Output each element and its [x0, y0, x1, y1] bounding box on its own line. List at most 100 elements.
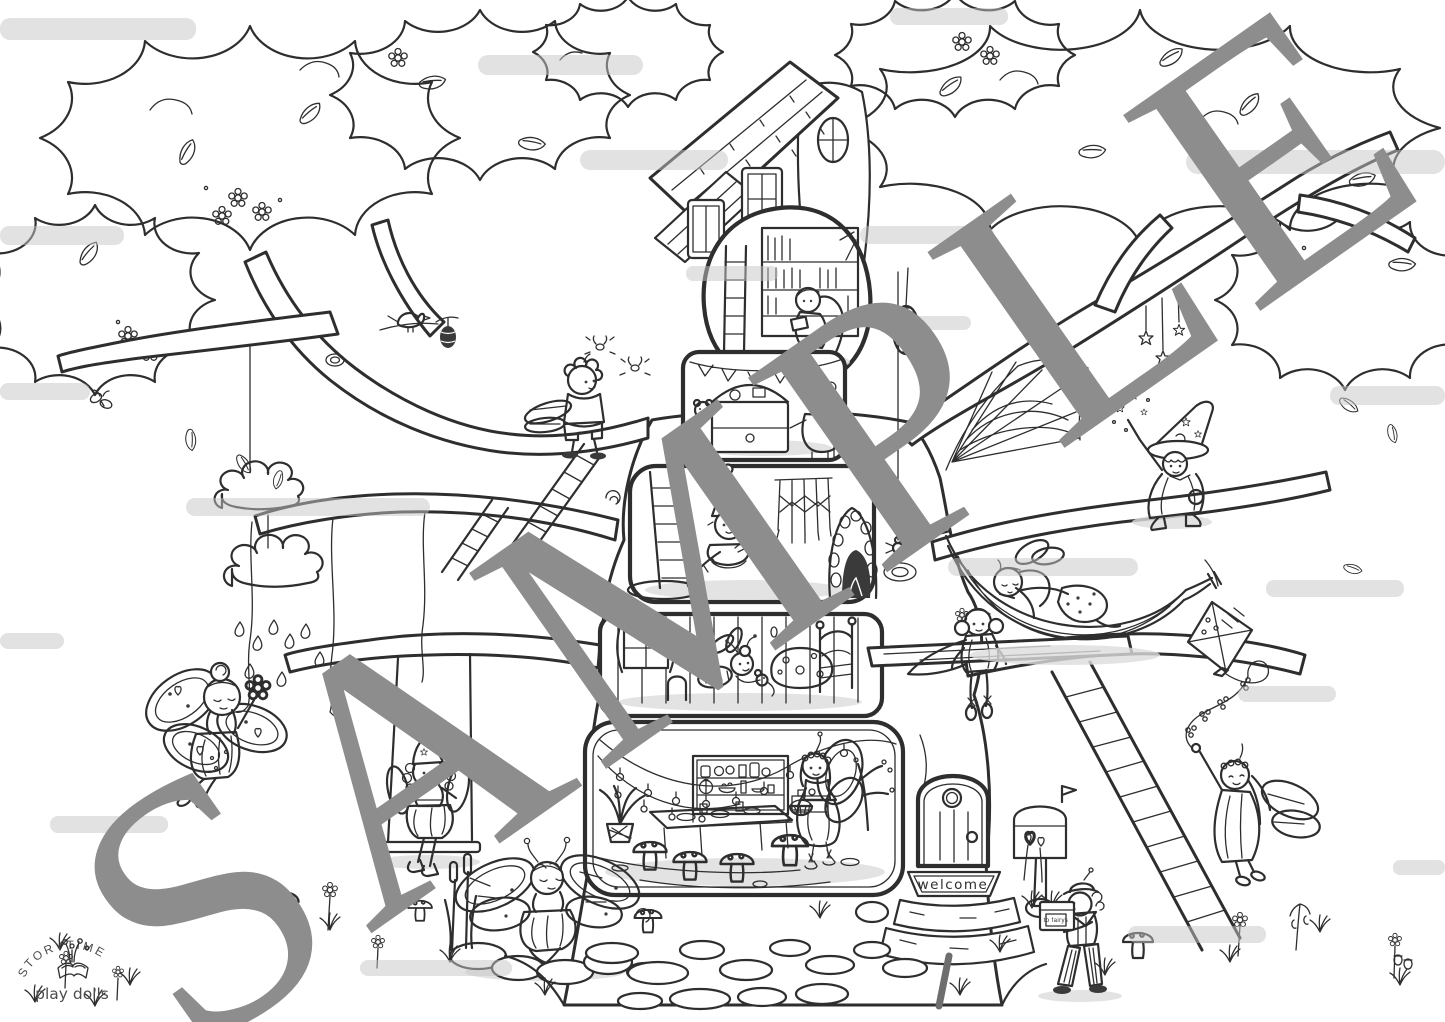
polka-skirt [1056, 584, 1108, 624]
roof [648, 60, 840, 227]
boots [406, 858, 440, 878]
bunting [689, 359, 841, 385]
pouch [1187, 488, 1205, 506]
cape [1147, 472, 1205, 520]
fireplace [828, 506, 878, 600]
mouse-door [666, 675, 688, 702]
vine [421, 511, 426, 683]
striped-pants [1056, 942, 1104, 988]
wing [385, 765, 411, 815]
dress [519, 908, 577, 953]
teddy-bear [692, 398, 714, 420]
wing [565, 895, 623, 929]
bedroom-window [616, 624, 676, 674]
shorts [562, 420, 604, 442]
kitchen-fairy [788, 731, 864, 870]
logo-subtitle: play dolls [35, 985, 109, 1003]
room-bedroom [597, 611, 885, 719]
bell-flower-sprig [1289, 903, 1311, 951]
paper-lantern [891, 267, 921, 356]
kite [1186, 600, 1254, 678]
sleeping-fairy [992, 538, 1122, 628]
toy-block [833, 443, 850, 458]
ground [24, 881, 1413, 1011]
wing [469, 896, 531, 932]
tutu-skirt [405, 803, 454, 840]
swing-seat [376, 840, 482, 854]
room-kitchen [582, 719, 906, 898]
chest-room-fairy [789, 381, 850, 459]
potted-plant [598, 784, 646, 844]
toy-chest [710, 383, 790, 454]
scarf [690, 550, 722, 582]
bed [815, 616, 857, 694]
book-icon [57, 938, 90, 979]
front-door [915, 773, 991, 869]
swing-fairy [376, 652, 482, 878]
cottage [648, 60, 871, 272]
book [789, 315, 809, 332]
wing [454, 857, 536, 913]
string-bows [1185, 677, 1251, 738]
welcome-text: welcome [918, 877, 989, 893]
door-window [941, 787, 963, 809]
bookshelf [760, 226, 860, 338]
wand [1126, 418, 1164, 472]
hat [1062, 882, 1100, 896]
reading-child [789, 286, 845, 365]
ladder-left [502, 442, 604, 568]
bee-fairy [697, 626, 761, 689]
mailbox [1012, 784, 1078, 909]
mushroom [264, 890, 300, 921]
mushroom [407, 899, 433, 922]
parcel: to fairys [1038, 900, 1076, 932]
delivery-elf: to fairys [1038, 867, 1122, 1002]
hanging-stars [1138, 289, 1186, 366]
wing [906, 638, 968, 676]
ladder-left-lower [440, 498, 510, 582]
ballet-slipper [964, 704, 978, 722]
wing [1260, 779, 1320, 821]
cheese-rock [770, 646, 834, 690]
flying-fairy-left [145, 661, 288, 809]
cattails [443, 852, 478, 952]
dress [189, 730, 241, 781]
dress [1213, 788, 1261, 864]
vine [235, 521, 253, 714]
platform-girl [906, 607, 1008, 722]
beehive [435, 316, 459, 348]
wing [162, 723, 230, 773]
pantry-jars [698, 762, 775, 795]
welcome-mat: welcome [906, 870, 1002, 898]
bird [387, 312, 431, 333]
flower-stem [236, 698, 256, 730]
wand-sparkles [1105, 392, 1151, 433]
ballet-slipper [980, 702, 994, 720]
mailbox-flag-icon [1060, 784, 1078, 804]
spider-web [951, 361, 1081, 463]
kitchen-hutch [691, 754, 790, 823]
door-knob [965, 830, 979, 844]
parcel-label: to fairys [1044, 918, 1069, 924]
vine [329, 517, 343, 719]
mouse [753, 668, 775, 697]
boy-fairy [523, 353, 606, 460]
wing [523, 416, 567, 434]
swing-ropes [386, 652, 474, 844]
wing [523, 399, 573, 425]
butterfly [89, 389, 113, 409]
front-door-area: welcome [854, 773, 1078, 966]
stray-watermark-dash [935, 952, 953, 1010]
knitting-elf [690, 463, 772, 582]
wing [1271, 809, 1321, 839]
basket [788, 799, 814, 817]
room-craft [626, 463, 878, 605]
room-toy-chest [680, 349, 850, 463]
wizard-elf [1105, 392, 1214, 532]
kite-string [1185, 660, 1270, 749]
indoor-tree [853, 757, 895, 832]
dining-table [648, 801, 794, 859]
kite-fairy [1185, 600, 1321, 887]
